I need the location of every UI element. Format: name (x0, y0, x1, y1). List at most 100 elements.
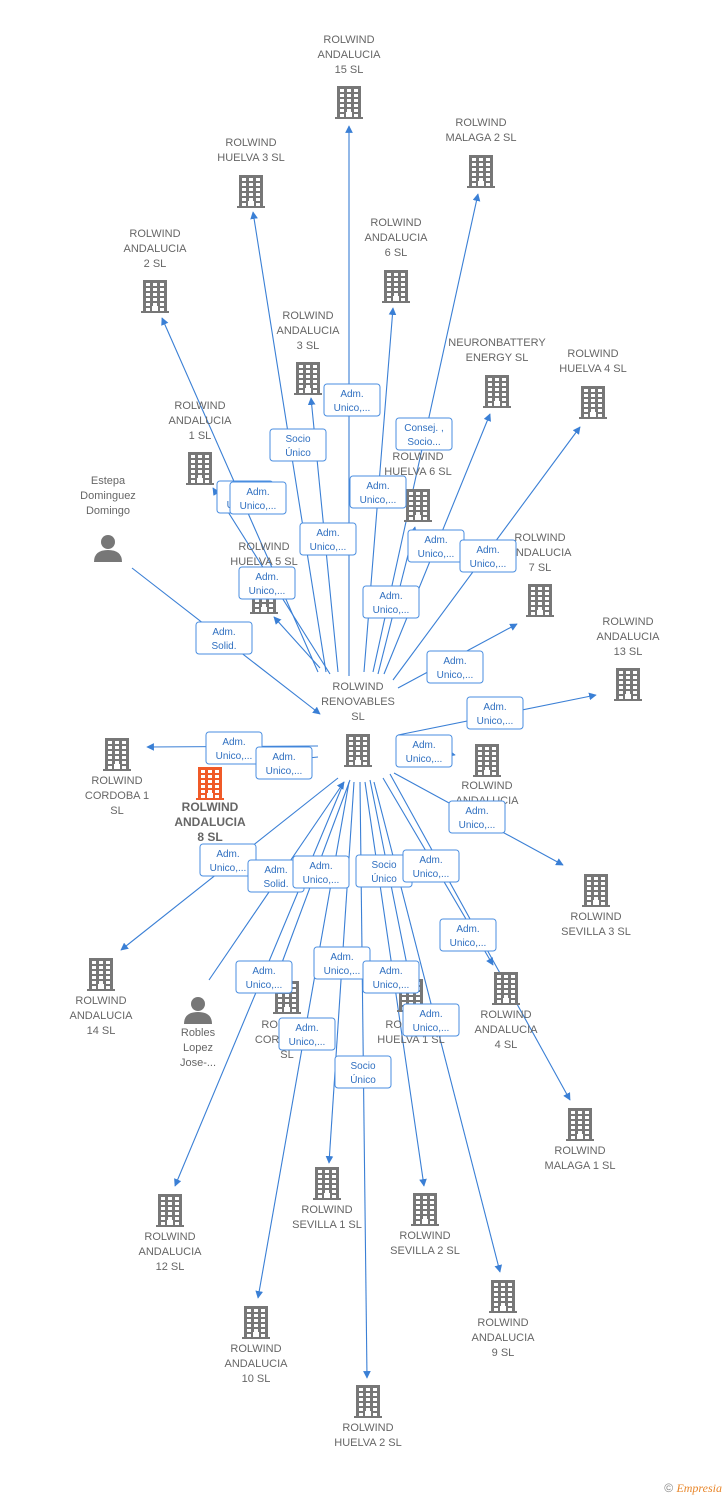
edge-label-and10[interactable]: Adm.Unico,... (278, 1017, 336, 1051)
person-icon (184, 997, 212, 1024)
node-label: CORDOBA 1 (85, 790, 149, 802)
edge-label-text: Unico,... (459, 820, 496, 831)
edge-label-text: Adm. (443, 656, 466, 667)
edge-label-text: Adm. (255, 572, 278, 583)
edge-label-text: Adm. (379, 966, 402, 977)
brand-logo[interactable]: Empresia (676, 1481, 722, 1495)
edge-label-and12[interactable]: Adm.Unico,... (235, 960, 293, 994)
node-label: HUELVA 2 SL (334, 1437, 401, 1449)
node-robles[interactable]: RoblesLopezJose-... (180, 997, 216, 1069)
edge-label-and3[interactable]: Adm.Unico,... (299, 522, 357, 556)
node-label: ROLWIND (75, 995, 126, 1007)
edge-label-text: Unico,... (470, 559, 507, 570)
edge-label-and9[interactable]: Adm.Unico,... (402, 1003, 460, 1037)
edge-label-and1[interactable]: Adm.Unico,... (229, 481, 287, 515)
node-label: 1 SL (189, 430, 212, 442)
node-label: ROLWIND (230, 1343, 281, 1355)
edge-label-hue6[interactable]: Adm.Unico,... (362, 585, 420, 619)
edge-label-and14[interactable]: Adm.Unico,... (199, 843, 257, 877)
edge-label-and4[interactable]: Adm.Unico,... (402, 849, 460, 883)
edge-label-mal2[interactable]: Consej. ,Socio... (395, 417, 453, 451)
edge-label-and8[interactable]: Adm.Unico,... (255, 746, 313, 780)
node-label: SEVILLA 1 SL (292, 1219, 362, 1231)
edge-label-and5[interactable]: Adm.Unico,... (395, 734, 453, 768)
node-label: HUELVA 5 SL (230, 556, 297, 568)
edge-label-text: Adm. (456, 924, 479, 935)
node-label: ROLWIND (144, 1231, 195, 1243)
edge-label-and13[interactable]: Adm.Unico,... (466, 696, 524, 730)
edge-label-sev2[interactable]: Adm.Unico,... (362, 960, 420, 994)
edge-label-cor2[interactable]: Adm.Unico,... (292, 855, 350, 889)
edge-label-estepa[interactable]: Adm.Solid. (195, 621, 253, 655)
edge-label-hue4[interactable]: Adm.Unico,... (459, 539, 517, 573)
edge-label-sev3[interactable]: Adm.Unico,... (448, 800, 506, 834)
edge-center-hue5[interactable] (273, 616, 321, 669)
edge-label-mal1[interactable]: Adm.Unico,... (439, 918, 497, 952)
node-label: ANDALUCIA (225, 1358, 289, 1370)
edge-label-text: Adm. (316, 528, 339, 539)
edge-label-text: Adm. (272, 752, 295, 763)
node-label: Domingo (86, 505, 130, 517)
edge-label-and15[interactable]: Adm.Unico,... (323, 383, 381, 417)
edge-label-sev1[interactable]: Adm.Unico,... (313, 946, 371, 980)
edge-label-text: Unico,... (437, 670, 474, 681)
node-and10[interactable]: ROLWIND ANDALUCIA 10 SL (225, 1306, 289, 1385)
edge-label-and7[interactable]: Adm. Unico,... (426, 650, 484, 684)
edge-label-neuron[interactable]: Adm.Unico,... (407, 529, 465, 563)
node-label: ENERGY SL (466, 352, 529, 364)
edge-label-robles[interactable]: Adm.Solid. (247, 859, 305, 893)
edge-label-text: Adm. (379, 591, 402, 602)
building-icon (313, 1167, 341, 1200)
node-label: RENOVABLES (321, 696, 395, 708)
node-label: ROLWIND (399, 1230, 450, 1242)
edge-label-cor1[interactable]: Adm.Unico,... (205, 731, 263, 765)
edge-label-text: Solid. (211, 641, 236, 652)
edge-label-and6[interactable]: Adm.Unico,... (349, 475, 407, 509)
node-label: ROLWIND (182, 800, 239, 814)
edge-label-text: Unico,... (406, 754, 443, 765)
node-label: Dominguez (80, 490, 136, 502)
edge-label-text: Socio (371, 860, 396, 871)
node-label: 10 SL (242, 1373, 271, 1385)
edge-label-text: Adm. (419, 1009, 442, 1020)
edge-label-text: Unico,... (324, 966, 361, 977)
node-label: ANDALUCIA (472, 1332, 536, 1344)
building-icon (237, 175, 265, 208)
node-label: ROLWIND (91, 775, 142, 787)
building-icon (335, 86, 363, 119)
node-label: ROLWIND (129, 228, 180, 240)
node-label: ROLWIND (332, 681, 383, 693)
edge-label-hue5[interactable]: Adm.Unico,... (238, 566, 296, 600)
building-icon (411, 1193, 439, 1226)
node-label: 6 SL (385, 247, 408, 259)
